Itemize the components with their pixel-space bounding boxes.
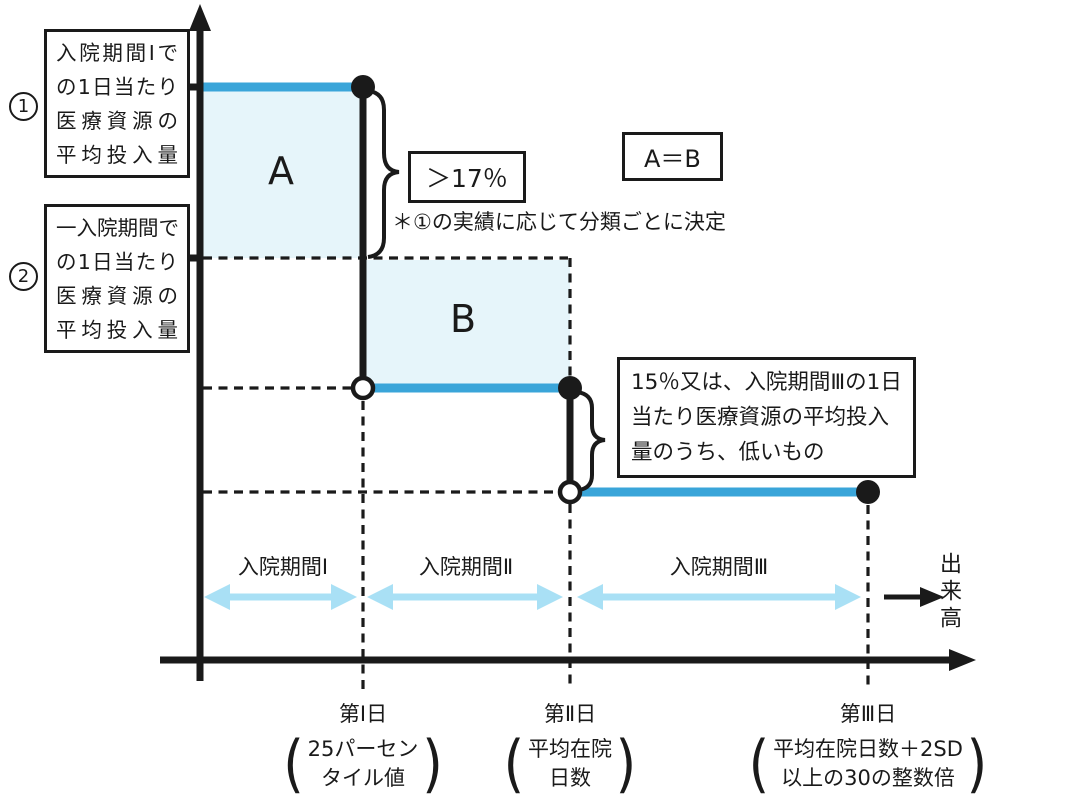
circled-number-2: 2 [9, 262, 38, 291]
period2-head-left [367, 584, 393, 610]
open-paren: ( [283, 727, 304, 800]
a-equals-b-box: A＝B [622, 132, 723, 181]
classification-note: ＊①の実績に応じて分類ごとに決定 [392, 210, 726, 234]
period3-head-right [835, 584, 861, 610]
region-b-label: B [450, 297, 477, 341]
fifteen-percent-line: 量のうち、低いもの [631, 440, 825, 465]
fee-for-service-label: 出来高 [936, 552, 961, 633]
period2-head-right [537, 584, 563, 610]
definition-box-1-line: 入院期間Ⅰで [56, 41, 178, 65]
period2-label: 入院期間Ⅱ [418, 555, 514, 579]
circled-number-1: 1 [9, 92, 38, 121]
region-b-fill [366, 260, 570, 388]
definition-box-2-line: の1日当たり [56, 250, 178, 274]
fifteen-percent-box: 15％又は、入院期間Ⅲの1日 当たり医療資源の平均投入 量のうち、低いもの [617, 357, 916, 478]
braces [367, 89, 606, 492]
day3-sublabel-line: 以上の30の整数倍 [781, 766, 955, 790]
data-points [350, 75, 880, 505]
definition-box-1-line: 平均投入量 [56, 143, 178, 167]
y-axis-arrowhead [189, 4, 211, 31]
day2-label: 第Ⅱ日 [543, 702, 597, 726]
period1-label: 入院期間Ⅰ [237, 555, 329, 579]
gt17-percent-box: ＞17％ [408, 151, 526, 203]
day1-sublabel-line: タイル値 [320, 766, 405, 790]
definition-box-1-line: の1日当たり [56, 75, 178, 99]
open-dot-period2-start [350, 375, 376, 401]
fee-arrow [884, 587, 944, 607]
definition-box-2: 一入院期間で の1日当たり 医療資源の 平均投入量 [44, 204, 190, 353]
filled-dot-day1 [351, 75, 375, 99]
close-paren: ) [422, 727, 443, 800]
day3-sublabel-line: 平均在院日数＋2SD [773, 737, 963, 761]
close-paren: ) [615, 727, 637, 800]
filled-dot-day2 [558, 376, 582, 400]
region-a-fill [203, 91, 363, 258]
period1-head-left [204, 584, 230, 610]
open-dot-period3-start [557, 479, 583, 505]
brace-a-gap [367, 89, 400, 259]
day2-sublabel: ( 平均在院 日数 ) [502, 733, 638, 795]
x-axis-arrowhead [949, 649, 976, 671]
filled-dot-day3 [856, 480, 880, 504]
close-paren: ) [966, 727, 988, 800]
definition-box-2-line: 医療資源の [56, 284, 178, 308]
day2-sublabel-lines: 平均在院 日数 [526, 735, 614, 793]
fifteen-percent-line: 15％又は、入院期間Ⅲの1日 [631, 370, 902, 395]
definition-box-2-line: 平均投入量 [56, 318, 178, 342]
drop-connectors [359, 87, 574, 488]
open-paren: ( [503, 727, 525, 800]
definition-box-1: 入院期間Ⅰで の1日当たり 医療資源の 平均投入量 [44, 29, 190, 178]
period-arrow-heads [204, 584, 861, 610]
step-lines [203, 82, 868, 497]
open-paren: ( [748, 727, 770, 800]
day3-label: 第Ⅲ日 [839, 702, 897, 726]
circled-number-2-digit: 2 [17, 266, 30, 287]
fee-arrow-head [920, 587, 944, 607]
day1-sublabel-lines: 25パーセン タイル値 [306, 735, 421, 793]
brace-b-gap [576, 390, 606, 492]
day1-sublabel-line: 25パーセン [307, 737, 419, 761]
period1-head-right [331, 584, 357, 610]
day1-label: 第Ⅰ日 [338, 702, 388, 726]
fifteen-percent-line: 当たり医療資源の平均投入 [631, 405, 890, 430]
definition-box-1-line: 医療資源の [56, 109, 178, 133]
day1-sublabel: ( 25パーセン タイル値 ) [281, 733, 444, 795]
region-a-label: A [268, 149, 294, 193]
definition-box-2-line: 一入院期間で [56, 216, 179, 240]
period3-label: 入院期間Ⅲ [669, 555, 769, 579]
day2-sublabel-line: 日数 [549, 766, 591, 790]
period-span-arrows [204, 584, 861, 610]
period3-head-left [577, 584, 603, 610]
day3-sublabel-lines: 平均在院日数＋2SD 以上の30の整数倍 [771, 735, 965, 793]
day2-sublabel-line: 平均在院 [528, 737, 612, 761]
circled-number-1-digit: 1 [17, 96, 30, 117]
day3-sublabel: ( 平均在院日数＋2SD 以上の30の整数倍 ) [747, 733, 989, 795]
